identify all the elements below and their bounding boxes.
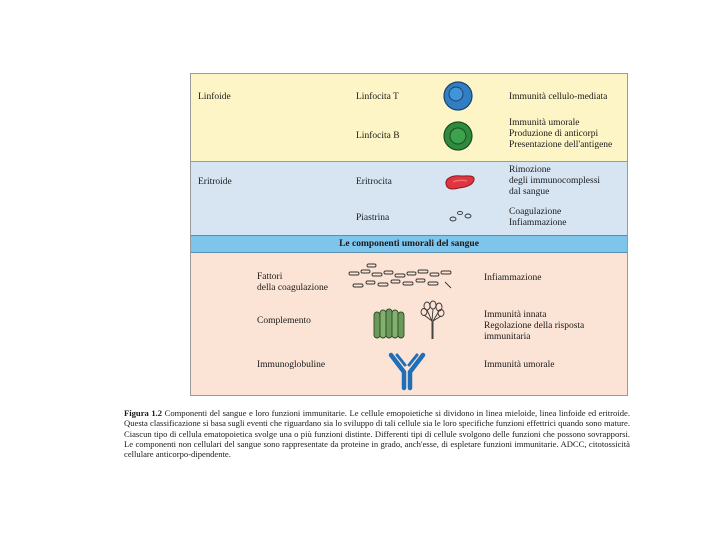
b-lymphocyte-icon [443, 121, 473, 151]
component-complement: Complemento [257, 316, 311, 326]
erythrocyte-icon [445, 175, 475, 190]
figure-caption-text: Componenti del sangue e loro funzioni im… [124, 408, 630, 460]
blood-components-figure: Le componenti umorali del sangue Linfoid… [190, 73, 628, 396]
cell-name-t-lymphocyte: Linfocita T [356, 92, 399, 102]
humoral-header-title: Le componenti umorali del sangue [339, 239, 479, 249]
coagulation-factors-icon [348, 263, 452, 289]
figure-caption-label: Figura 1.2 [124, 408, 163, 418]
component-coagulation-1: Fattori [257, 272, 283, 282]
humoral-header: Le componenti umorali del sangue [191, 235, 627, 253]
platelet-icon [449, 210, 472, 222]
lymphoid-section [191, 74, 627, 161]
function-erythrocyte-1: Rimozione [509, 165, 551, 175]
cell-name-erythrocyte: Eritrocita [356, 177, 392, 187]
lineage-label-erythroid: Eritroide [198, 177, 232, 187]
function-complement-3: immunitaria [484, 332, 531, 342]
function-t-lymphocyte: Immunità cellulo-mediata [509, 92, 608, 102]
function-coagulation: Infiammazione [484, 273, 542, 283]
function-platelet-1: Coagulazione [509, 207, 562, 217]
cell-name-platelet: Piastrina [356, 213, 390, 223]
component-coagulation-2: della coagulazione [257, 283, 328, 293]
lineage-label-lymphoid: Linfoide [198, 92, 231, 102]
function-complement-1: Immunità innata [484, 310, 547, 320]
cell-name-b-lymphocyte: Linfocita B [356, 131, 400, 141]
function-platelet-2: Infiammazione [509, 218, 567, 228]
erythroid-section [191, 161, 627, 236]
function-erythrocyte-3: dal sangue [509, 187, 550, 197]
function-immunoglobulins: Immunità umorale [484, 360, 555, 370]
figure-caption: Figura 1.2 Componenti del sangue e loro … [124, 408, 630, 459]
component-immunoglobulins: Immunoglobuline [257, 360, 326, 370]
function-complement-2: Regolazione della risposta [484, 321, 585, 331]
t-lymphocyte-icon [443, 81, 473, 111]
function-erythrocyte-2: degli immunocomplessi [509, 176, 601, 186]
function-b-lymphocyte-3: Presentazione dell'antigene [509, 140, 613, 150]
function-b-lymphocyte-1: Immunità umorale [509, 118, 580, 128]
complement-icon [373, 308, 405, 339]
immunoglobulin-icon [388, 352, 426, 391]
complement-structure-icon [420, 300, 445, 339]
function-b-lymphocyte-2: Produzione di anticorpi [509, 129, 599, 139]
